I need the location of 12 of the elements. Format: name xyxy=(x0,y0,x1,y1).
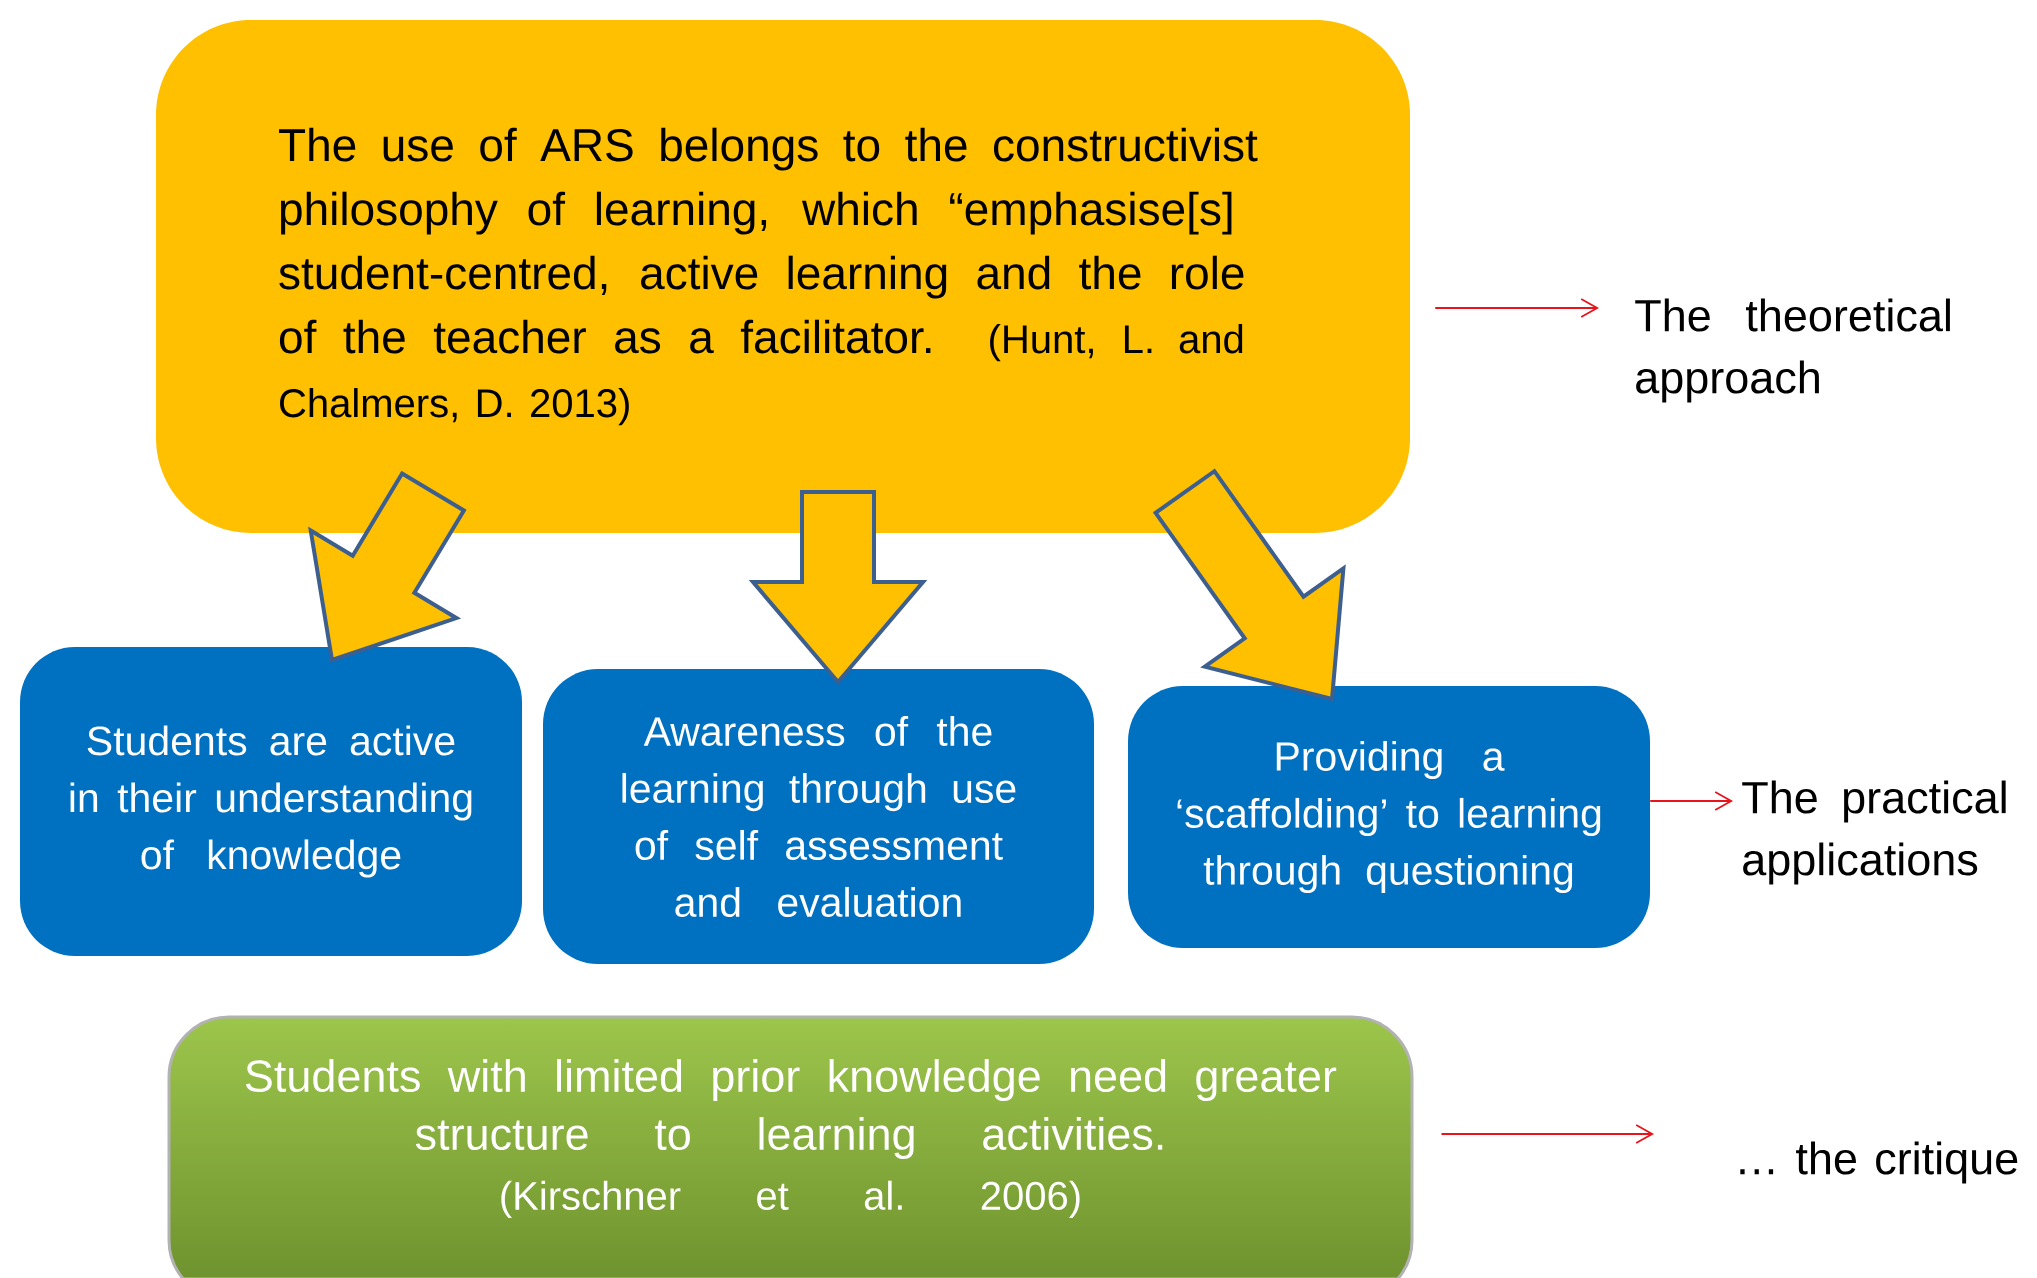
application-box: Awareness of the learning through use of self assessment and evaluation xyxy=(543,669,1094,964)
arrow xyxy=(1440,1124,1654,1144)
application-box: Students are active in their understanding of knowledge xyxy=(20,647,522,956)
side-label: The theoretical approach xyxy=(1635,298,1950,403)
block-arrow xyxy=(748,490,928,686)
application-box: Providing a ‘scaffolding’ to learning through questioning xyxy=(1128,686,1650,948)
side-label: The practical applications xyxy=(1742,780,2006,885)
critique-box: Students with limited prior knowledge need greater structure to learning activities. (Kirschner et al. 2006) xyxy=(167,1015,1414,1278)
arrow xyxy=(1434,298,1599,318)
side-label: … the critique xyxy=(1740,1141,2018,1184)
arrow xyxy=(1649,791,1733,811)
theory-box: The use of ARS belongs to the constructivist philosophy of learning, which “emphasise[s] student-centred, active learning and the role of the teacher as a facilitator. (Hunt, L. and Chalmers, D. 2013) xyxy=(156,20,1410,533)
